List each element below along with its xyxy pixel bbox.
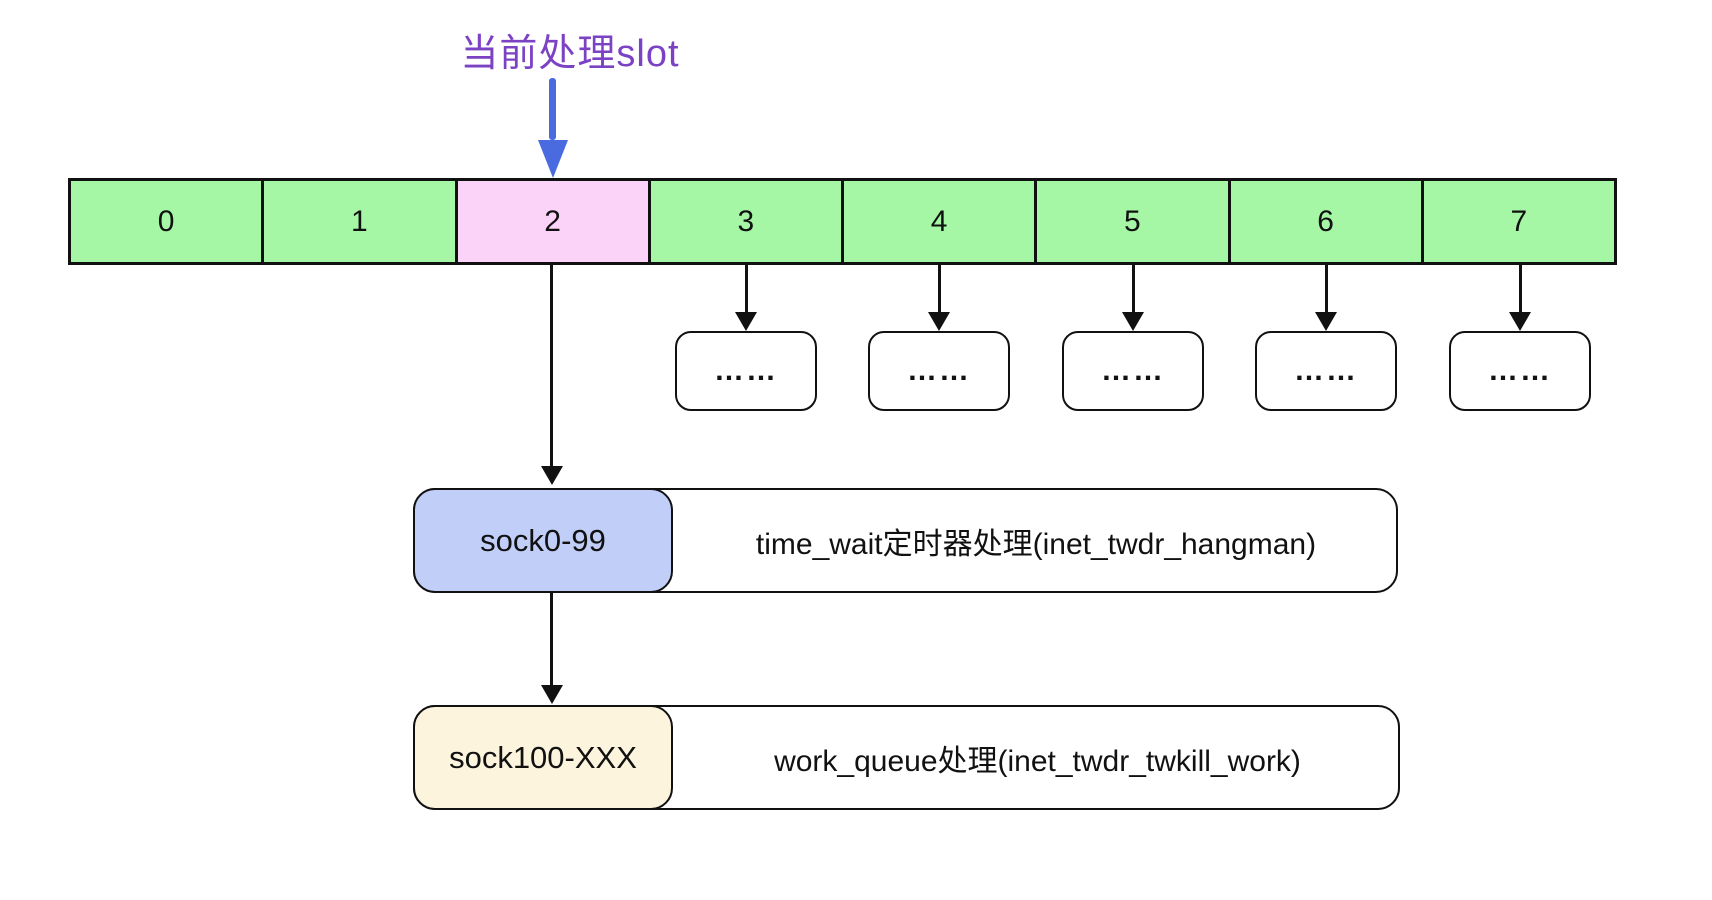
slot2-to-sock0-arrowhead-icon [540,466,563,485]
ellipsis-box-slot7: …… [1449,331,1591,411]
ellipsis-box-slot6: …… [1255,331,1397,411]
slot-label: 3 [737,204,755,238]
ellipsis-box-slot3: …… [675,331,817,411]
ellipsis-box-slot4: …… [868,331,1010,411]
sock100-xxx-tag: sock100-XXX [413,705,673,810]
slot-cell-3: 3 [650,181,844,262]
ellipsis-text: …… [1488,354,1552,387]
workqueue-handler-description: work_queue处理(inet_twdr_twkill_work) [774,744,1301,778]
current-slot-pointer-arrow-shaft [549,78,556,140]
slot-label: 2 [544,204,561,238]
slot-label: 1 [351,204,368,238]
slot-label: 6 [1317,204,1334,238]
sock0-99-tag-label: sock0-99 [480,522,606,558]
slot-label: 7 [1510,204,1528,238]
slot3-arrowhead-icon [735,312,757,331]
sock100-xxx-tag-label: sock100-XXX [449,739,637,775]
sock0-99-tag: sock0-99 [413,488,673,593]
slot-label: 5 [1124,204,1141,238]
slot-label: 0 [157,204,175,238]
slot7-arrowhead-icon [1509,312,1531,331]
slot6-arrow-shaft [1325,265,1328,312]
slot-row: 0 1 2 3 4 5 6 7 [68,178,1617,265]
slot-cell-6: 6 [1230,181,1424,262]
ellipsis-box-slot5: …… [1062,331,1204,411]
timewait-handler-description: time_wait定时器处理(inet_twdr_hangman) [755,527,1317,561]
slot5-arrowhead-icon [1122,312,1144,331]
ellipsis-text: …… [1294,354,1358,387]
slot3-arrow-shaft [744,265,748,312]
sock0-to-sock100-arrowhead-icon [540,685,563,704]
slot4-arrow-shaft [938,265,941,312]
slot6-arrowhead-icon [1315,312,1337,331]
slot7-arrow-shaft [1518,265,1522,312]
slot5-arrow-shaft [1131,265,1135,312]
ellipsis-text: …… [1101,354,1165,387]
slot-cell-5: 5 [1037,181,1231,262]
current-slot-caption: 当前处理slot [460,33,680,75]
slot2-to-sock0-arrow-shaft [550,265,553,466]
slot-cell-1: 1 [264,181,458,262]
slot-cell-4: 4 [844,181,1038,262]
slot-cell-7: 7 [1423,181,1614,262]
ellipsis-text: …… [714,354,778,387]
slot-cell-2-current: 2 [457,181,651,262]
slot-label: 4 [930,204,948,238]
slot-cell-0: 0 [71,181,265,262]
sock0-to-sock100-arrow-shaft [550,593,553,685]
slot4-arrowhead-icon [928,312,950,331]
ellipsis-text: …… [907,354,971,387]
current-slot-pointer-arrowhead-icon [538,140,568,178]
